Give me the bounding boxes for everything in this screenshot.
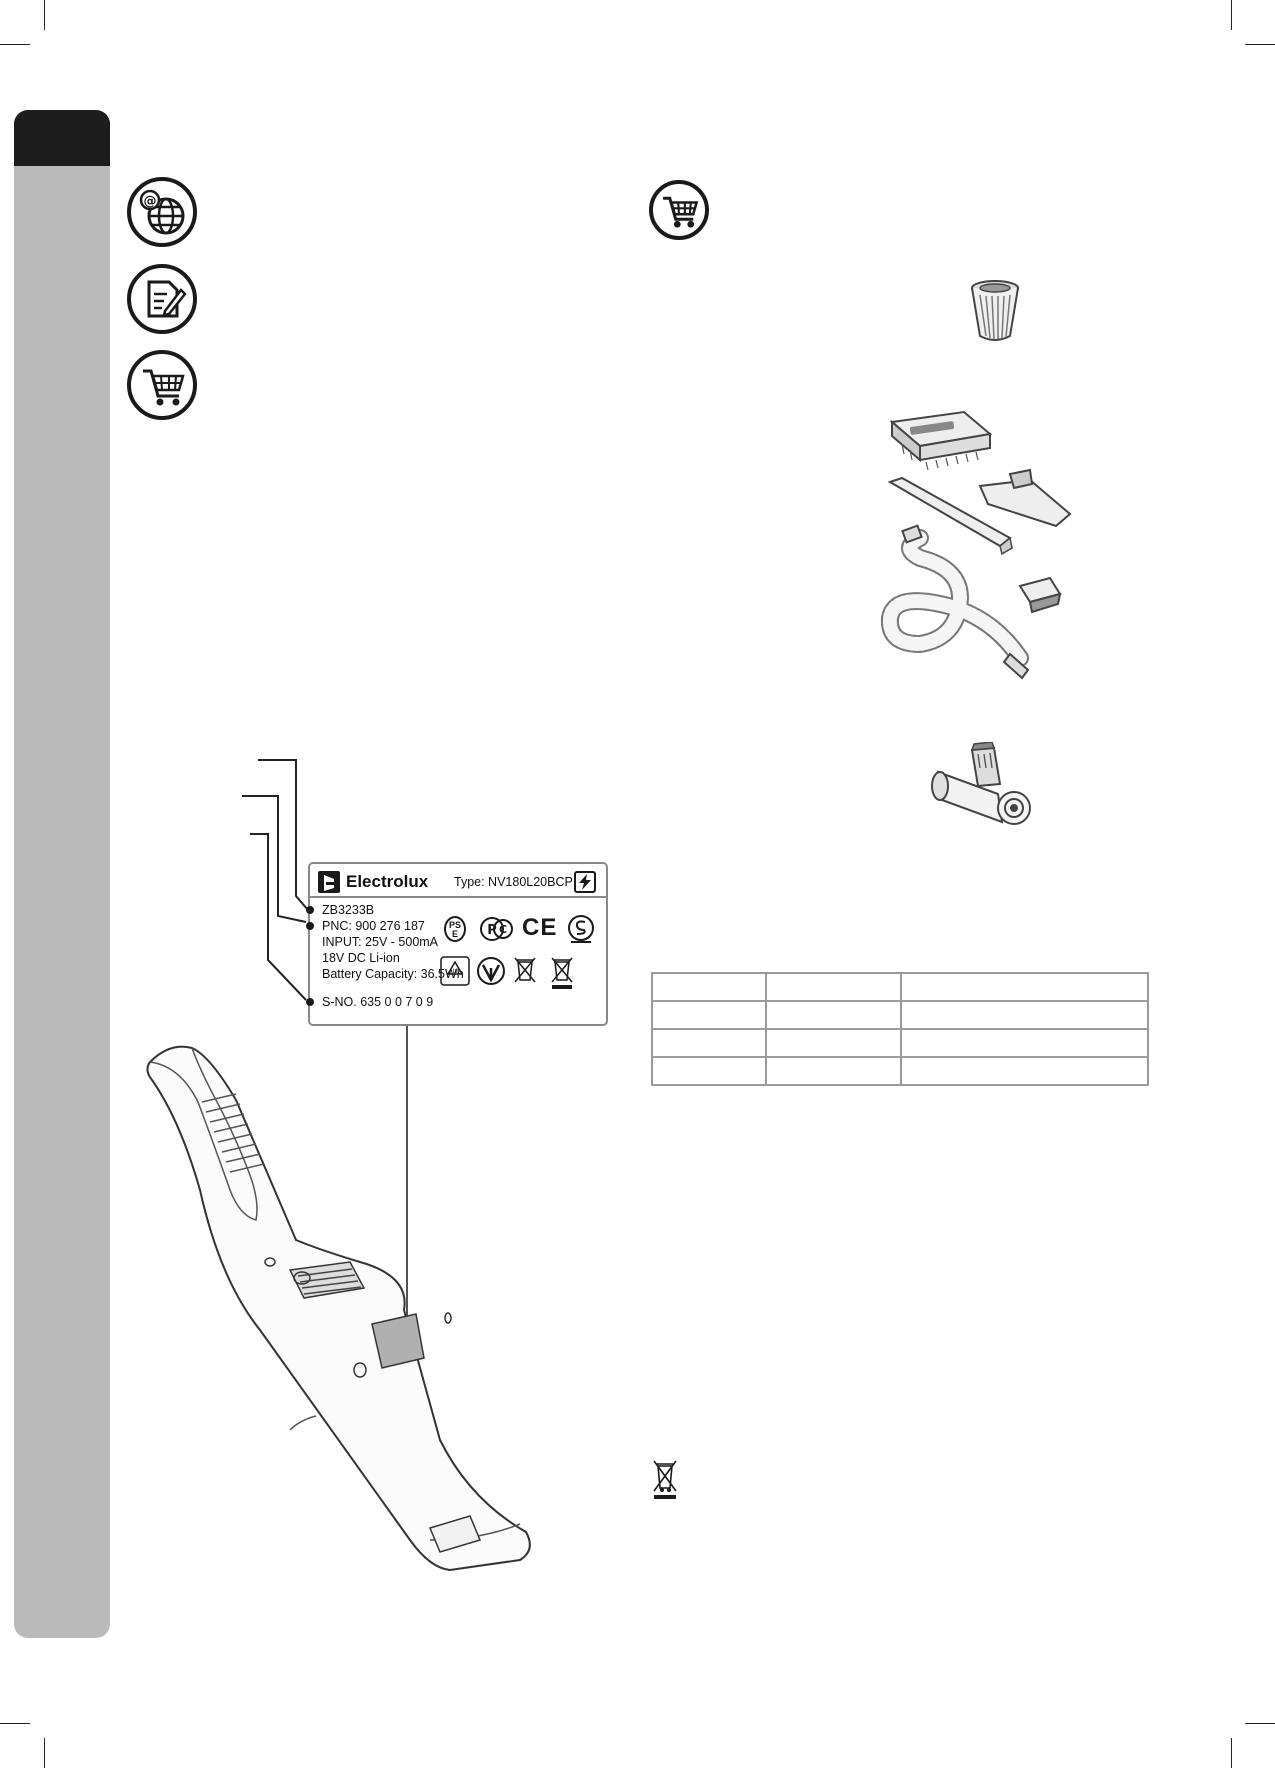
pct-mark-icon: P C (480, 917, 513, 941)
crop-mark (1231, 0, 1232, 30)
svg-text:C: C (499, 923, 507, 936)
crop-mark (1231, 1738, 1232, 1768)
callout-dot (306, 922, 314, 930)
crop-mark (44, 0, 45, 30)
crop-mark (0, 1723, 30, 1724)
weee-bin-icon (653, 1460, 677, 1499)
side-tab-bar (14, 110, 110, 1638)
table-cell (899, 1028, 1150, 1058)
electrolux-lightning-icon (574, 871, 596, 893)
ukrainian-mark-icon (477, 957, 505, 985)
svg-text:P: P (487, 923, 497, 938)
serial-number: S-NO. 635 0 0 7 0 9 (322, 995, 434, 1009)
weee-bin-icon (514, 957, 536, 983)
shopping-cart-icon (127, 350, 197, 420)
electrolux-logo-icon (318, 871, 340, 893)
table-cell (764, 1028, 902, 1058)
table-row (651, 1056, 1150, 1086)
web-icon: @ (127, 177, 197, 247)
table-cell (899, 1056, 1150, 1086)
weee-bin-icon (551, 957, 573, 989)
accessories-illustration (880, 410, 1072, 680)
table-cell (764, 1000, 902, 1030)
battery-capacity: Battery Capacity: 36.5Wh (322, 967, 464, 981)
table-cell (899, 972, 1150, 1002)
crop-mark (1245, 1723, 1275, 1724)
table-cell (651, 972, 767, 1002)
table-row (651, 1000, 1150, 1030)
leader-lines (242, 759, 309, 1001)
table-cell (764, 1056, 902, 1086)
s-mark-icon (568, 915, 594, 943)
table-row (651, 972, 1150, 1002)
language-tab (14, 110, 110, 166)
crop-mark (1245, 44, 1275, 45)
table-cell (764, 972, 902, 1002)
ce-mark-icon: CE (522, 914, 558, 941)
callout-dot (306, 906, 314, 914)
crop-mark (0, 44, 30, 45)
table-cell (651, 1000, 767, 1030)
model-type: Type: NV180L20BCP (454, 875, 573, 889)
recycle-mark-icon: Li (440, 956, 470, 986)
label-divider (310, 896, 606, 898)
table-cell (651, 1056, 767, 1086)
notes-icon (127, 264, 197, 334)
handheld-vacuum-illustration (146, 1045, 531, 1572)
model-code: ZB3233B (322, 903, 375, 917)
input-rating: INPUT: 25V - 500mA (322, 935, 439, 949)
table-cell (651, 1028, 767, 1058)
svg-text:@: @ (144, 194, 157, 209)
svg-text:Li: Li (452, 968, 457, 975)
spec-table (651, 972, 1150, 1086)
battery-type: 18V DC Li-ion (322, 951, 400, 965)
filter-illustration (971, 280, 1019, 341)
crop-mark (44, 1738, 45, 1768)
pnc-number: PNC: 900 276 187 (322, 919, 425, 933)
motorized-brush-illustration (931, 742, 1031, 825)
rating-label: Electrolux Type: NV180L20BCP ZB3233B PNC… (306, 862, 608, 1026)
table-row (651, 1028, 1150, 1058)
pse-mark-icon: PS E (444, 916, 466, 942)
shopping-cart-icon (649, 180, 709, 240)
label-pointer-line (406, 1026, 408, 1316)
callout-dot (306, 998, 314, 1006)
table-cell (899, 1000, 1150, 1030)
brand-name: Electrolux (346, 872, 429, 891)
